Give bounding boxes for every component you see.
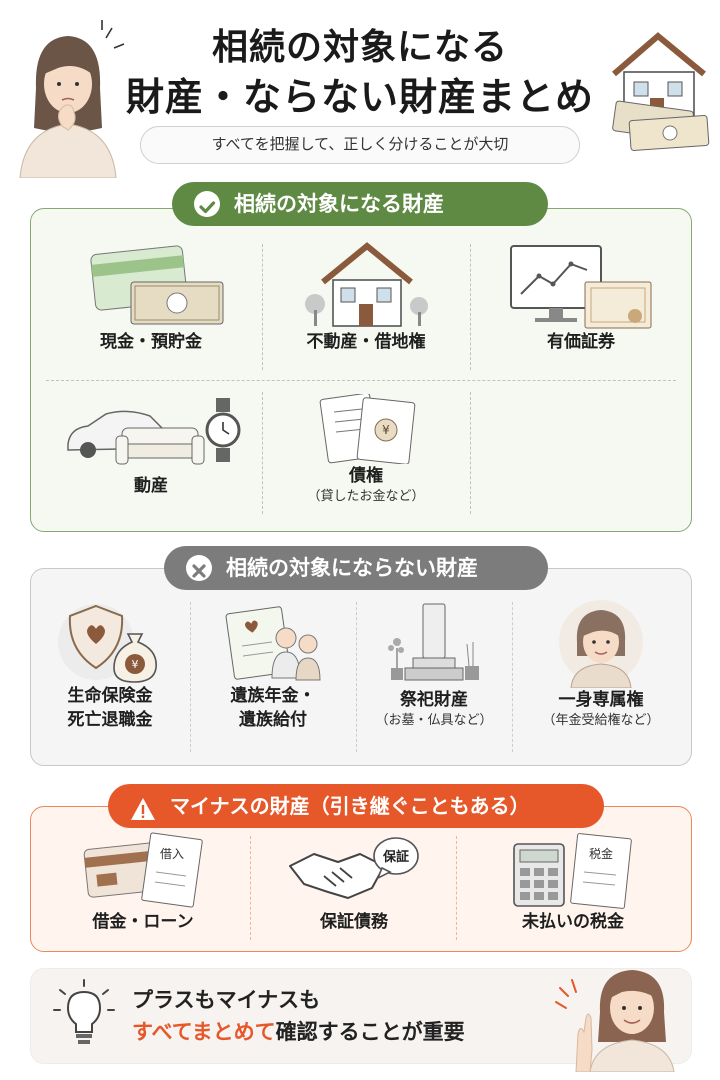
- divider: [46, 380, 676, 381]
- taxable-item-realestate-label: 不動産・借地権: [306, 332, 426, 352]
- guarantee-bubble-text: 保証: [382, 849, 409, 865]
- svg-text:¥: ¥: [382, 423, 390, 437]
- taxable-item-claims-sub: （貸したお金など）: [307, 489, 425, 504]
- tax-doc-text: 税金: [589, 846, 613, 861]
- non-taxable-item-ritual-sub: （お墓・仏具など）: [375, 713, 493, 728]
- non-taxable-item-insurance-label1: 生命保険金: [67, 686, 153, 706]
- divider: [456, 836, 457, 940]
- insurance-moneybag-icon: ¥: [58, 604, 157, 683]
- taxable-item-cash: 現金・預貯金: [48, 244, 254, 354]
- taxable-item-claims-label: 債権: [349, 466, 383, 486]
- divider: [470, 244, 471, 370]
- loan-doc-text: 借入: [160, 847, 184, 861]
- house-money-icon: [612, 32, 710, 151]
- stock-chart-icon: [510, 245, 652, 329]
- non-taxable-item-pension: 遺族年金・ 遺族給付: [194, 596, 352, 732]
- minus-item-tax: 税金 未払いの税金: [462, 832, 684, 934]
- taxable-item-cash-label: 現金・預貯金: [100, 332, 202, 352]
- non-taxable-item-ritual-label: 祭祀財産: [400, 690, 468, 710]
- taxable-item-movables-label: 動産: [134, 476, 168, 496]
- family-pension-icon: [225, 606, 321, 681]
- divider: [262, 244, 263, 370]
- handshake-icon: 保証: [289, 837, 419, 899]
- cross-icon: [186, 555, 212, 581]
- minus-heading: マイナスの財産（引き継ぐこともある）: [108, 784, 604, 828]
- taxable-item-securities-label: 有価証券: [547, 332, 615, 352]
- non-taxable-item-pension-label1: 遺族年金・: [230, 686, 316, 706]
- summary-line2: すべてまとめて確認することが重要: [132, 1016, 465, 1046]
- minus-item-guarantee-label: 保証債務: [320, 912, 388, 932]
- grave-icon: [388, 603, 479, 681]
- summary-line2-rest: 確認することが重要: [275, 1020, 465, 1044]
- divider: [262, 392, 263, 514]
- check-icon: [194, 191, 220, 217]
- summary-highlight: すべてまとめて: [132, 1020, 276, 1044]
- summary-line1: プラスもマイナスも: [132, 988, 321, 1012]
- warning-icon: [130, 793, 156, 820]
- calculator-tax-icon: 税金: [513, 833, 632, 909]
- divider: [250, 836, 251, 940]
- car-sofa-watch-icon: [67, 398, 241, 465]
- thinking-woman-icon: [19, 20, 125, 178]
- taxable-item-movables: 動産: [48, 394, 254, 498]
- svg-text:¥: ¥: [132, 658, 139, 671]
- non-taxable-item-personal-right-label: 一身専属権: [558, 690, 644, 710]
- taxable-item-realestate: 不動産・借地権: [266, 240, 466, 354]
- taxable-item-claims: ¥ 債権 （貸したお金など）: [266, 394, 466, 506]
- non-taxable-item-personal-right: 一身専属権 （年金受給権など）: [516, 596, 686, 730]
- house-icon: [305, 242, 428, 327]
- non-taxable-item-pension-label2: 遺族給付: [239, 710, 307, 730]
- page-title-line1: 相続の対象になる: [211, 27, 508, 68]
- loan-card-icon: 借入: [83, 832, 203, 908]
- taxable-heading-text: 相続の対象になる財産: [234, 192, 444, 216]
- taxable-item-securities: 有価証券: [474, 242, 688, 354]
- divider: [470, 392, 471, 514]
- header: 相続の対象になる 財産・ならない財産まとめ すべてを把握して、正しく分けることが…: [0, 0, 720, 180]
- person-icon: [559, 600, 643, 688]
- non-taxable-item-personal-right-sub: （年金受給権など）: [542, 713, 660, 728]
- minus-item-loan-label: 借金・ローン: [92, 912, 194, 932]
- minus-item-tax-label: 未払いの税金: [522, 912, 624, 932]
- non-taxable-item-insurance-label2: 死亡退職金: [67, 710, 153, 730]
- divider: [356, 602, 357, 752]
- non-taxable-item-insurance: ¥ 生命保険金 死亡退職金: [34, 596, 186, 732]
- non-taxable-item-ritual: 祭祀財産 （お墓・仏具など）: [360, 596, 508, 730]
- taxable-heading: 相続の対象になる財産: [172, 182, 548, 226]
- minus-item-loan: 借入 借金・ローン: [40, 832, 246, 934]
- pointing-woman-icon: [555, 970, 675, 1072]
- cash-card-icon: [90, 245, 224, 325]
- non-taxable-heading-text: 相続の対象にならない財産: [226, 556, 478, 580]
- page-title-line2: 財産・ならない財産まとめ: [125, 75, 594, 119]
- non-taxable-heading: 相続の対象にならない財産: [164, 546, 548, 590]
- yen-document-icon: ¥: [319, 394, 416, 464]
- lightbulb-icon: [53, 979, 115, 1044]
- divider: [190, 602, 191, 752]
- minus-item-guarantee: 保証 保証債務: [256, 832, 452, 934]
- minus-heading-text: マイナスの財産（引き継ぐこともある）: [170, 794, 530, 818]
- subtitle: すべてを把握して、正しく分けることが大切: [140, 126, 580, 164]
- divider: [512, 602, 513, 752]
